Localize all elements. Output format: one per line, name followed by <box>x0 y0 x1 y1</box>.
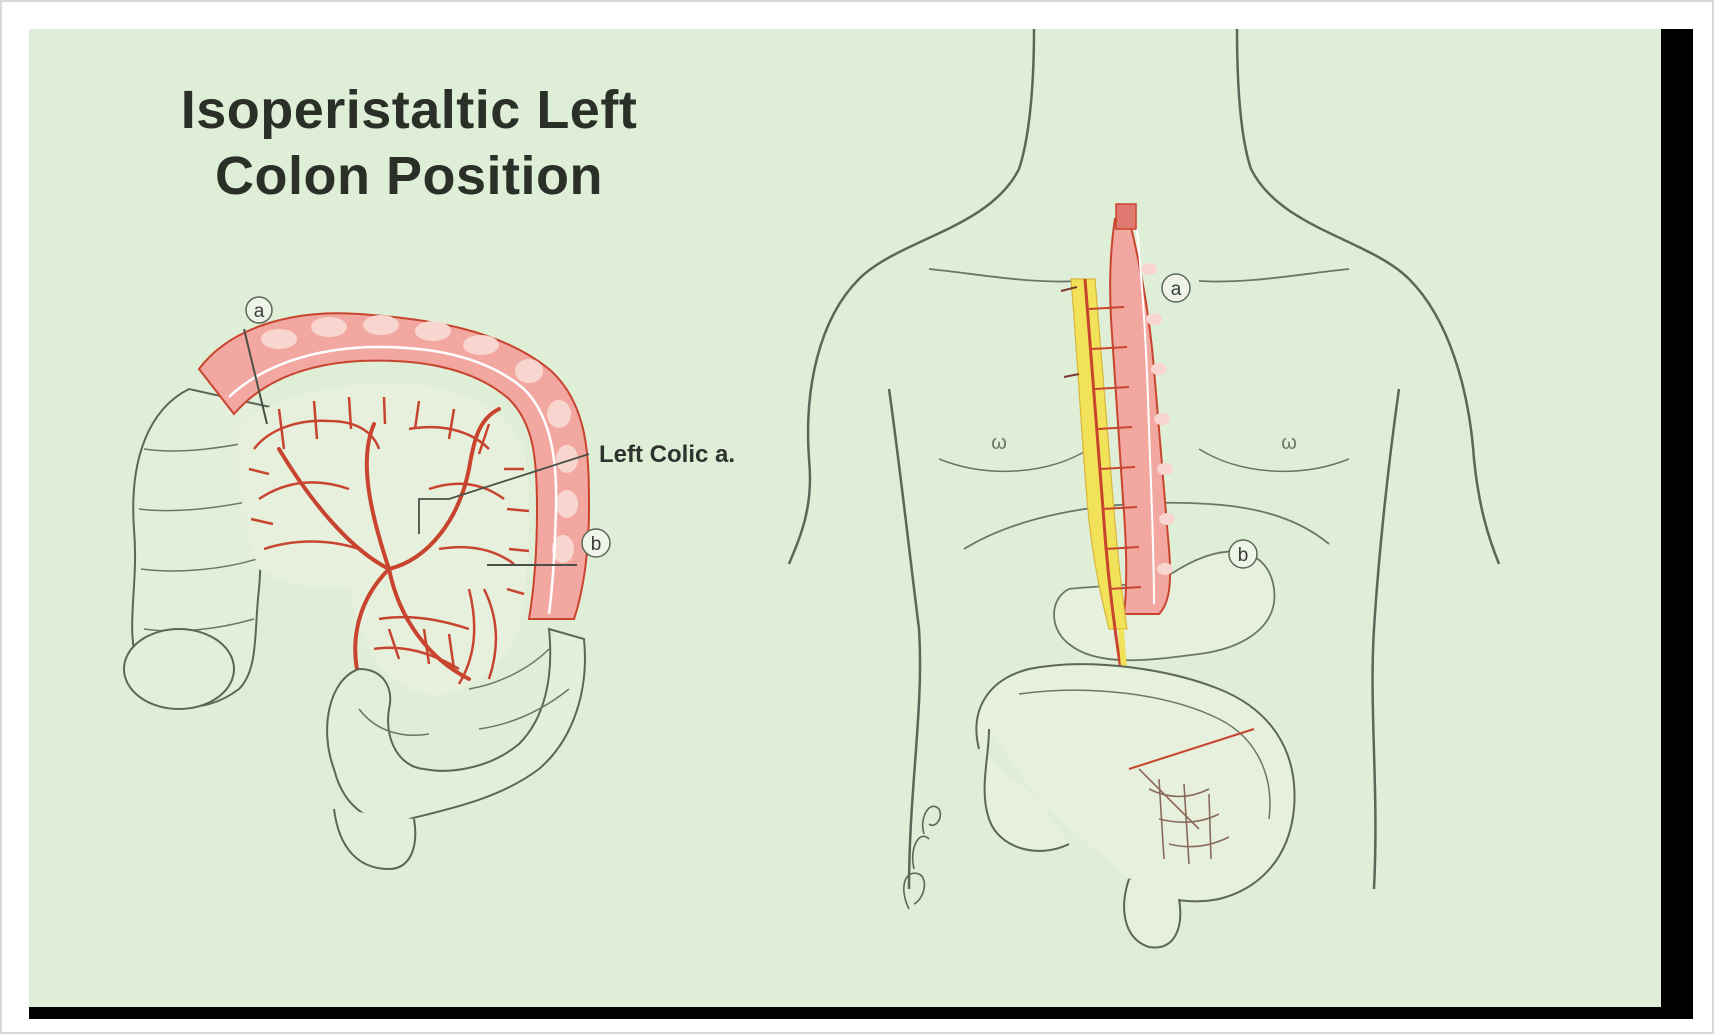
marker-b-left-text: b <box>591 534 602 555</box>
marker-a-left-text: a <box>254 301 265 322</box>
abdominal-colon <box>976 664 1294 901</box>
cecum <box>124 629 234 709</box>
marker-a-right-text: a <box>1171 279 1182 300</box>
anatomy-figure: a b Left Colic a. <box>29 29 1661 1007</box>
torso-diagram: ω ω <box>789 29 1499 947</box>
svg-text:ω: ω <box>1281 432 1297 454</box>
svg-text:ω: ω <box>991 432 1007 454</box>
colon-diagram: a b Left Colic a. <box>124 297 735 869</box>
slide: Isoperistaltic Left Colon Position <box>29 29 1693 1019</box>
illustration-panel: Isoperistaltic Left Colon Position <box>29 29 1661 1007</box>
marker-b-right-text: b <box>1238 545 1249 566</box>
left-colic-artery-label: Left Colic a. <box>599 441 735 468</box>
